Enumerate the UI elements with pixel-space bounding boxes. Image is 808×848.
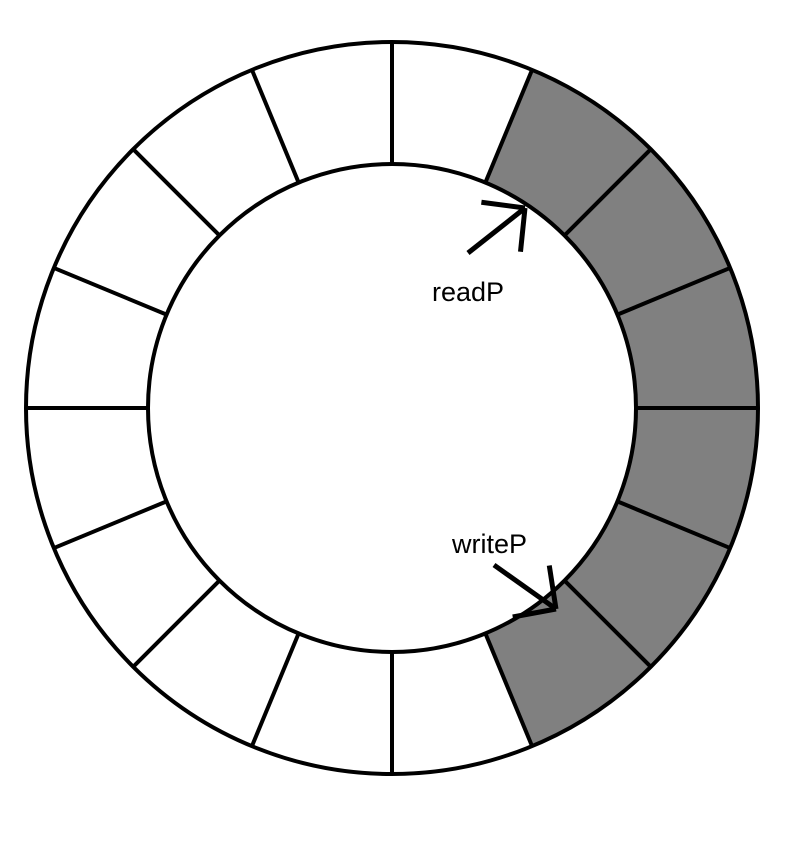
pointer-writeP: writeP xyxy=(451,529,559,620)
ring-spoke-14 xyxy=(131,147,221,237)
pointer-annotations-layer: readP writeP xyxy=(432,199,559,620)
ring-segment-3 xyxy=(617,267,758,408)
ring-spoke-7 xyxy=(483,632,534,747)
ring-segment-5 xyxy=(564,501,731,667)
ring-spoke-5 xyxy=(616,499,731,550)
pointer-readP-arrowhead-barb-1 xyxy=(481,199,526,211)
ring-segment-11 xyxy=(26,408,167,549)
ring-segments-layer xyxy=(26,42,758,774)
ring-spoke-13 xyxy=(53,266,168,317)
ring-segment-9 xyxy=(133,580,299,747)
ring-spoke-15 xyxy=(250,69,301,184)
pointer-writeP-arrowhead-barb-0 xyxy=(512,606,557,620)
pointer-readP: readP xyxy=(432,199,528,307)
ring-segment-12 xyxy=(26,267,167,408)
ring-segment-7 xyxy=(392,633,533,774)
pointer-readP-arrowhead-barb-0 xyxy=(518,207,528,253)
ring-segment-1 xyxy=(485,69,651,236)
ring-spoke-10 xyxy=(131,579,221,669)
ring-segment-14 xyxy=(133,69,299,236)
ring-segment-6 xyxy=(485,580,651,747)
ring-spoke-6 xyxy=(563,579,653,669)
ring-segment-8 xyxy=(251,633,392,774)
ring-spoke-1 xyxy=(483,69,534,184)
ring-spoke-2 xyxy=(563,147,653,237)
ring-segment-4 xyxy=(617,408,758,549)
inner-circle xyxy=(146,162,638,654)
ring-spoke-3 xyxy=(616,266,731,317)
pointer-writeP-label: writeP xyxy=(451,529,527,559)
pointer-writeP-shaft xyxy=(492,562,558,612)
ring-segment-0 xyxy=(392,42,533,183)
ring-segment-13 xyxy=(53,149,220,315)
ring-spoke-11 xyxy=(53,499,168,550)
pointer-readP-label: readP xyxy=(432,277,504,307)
pointer-readP-shaft xyxy=(466,206,527,255)
pointer-writeP-arrowhead-barb-1 xyxy=(546,565,559,610)
ring-segment-10 xyxy=(53,501,220,667)
ring-segment-2 xyxy=(564,149,731,315)
ring-segment-15 xyxy=(251,42,392,183)
ring-spoke-9 xyxy=(250,632,301,747)
ring-spokes-layer xyxy=(26,42,758,774)
